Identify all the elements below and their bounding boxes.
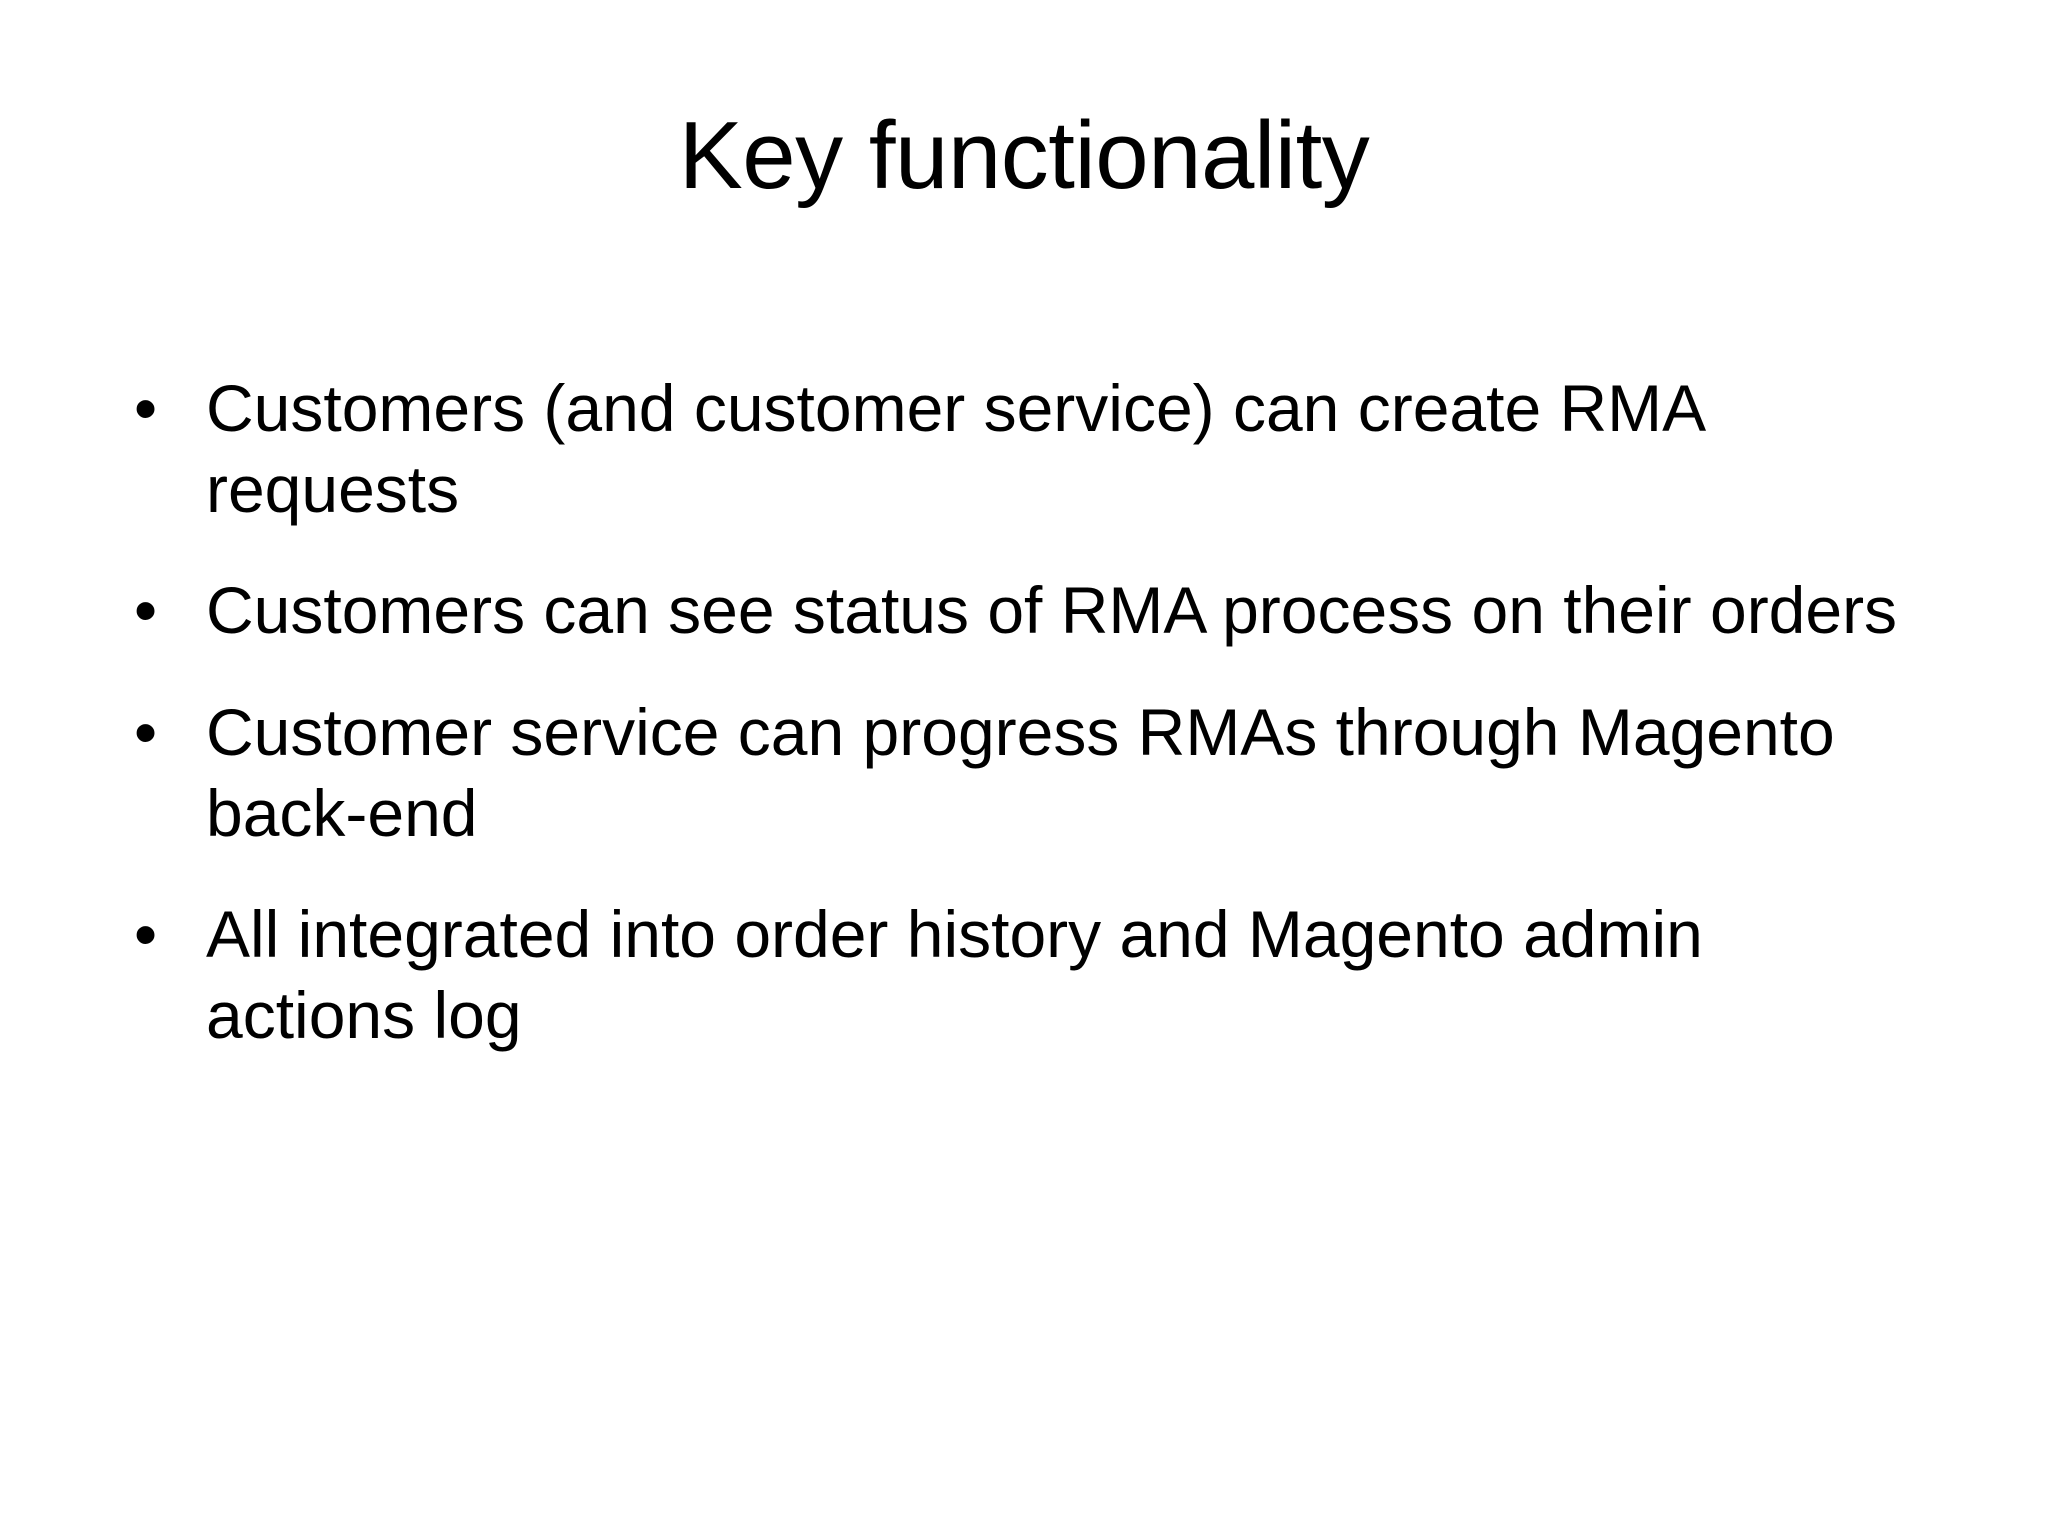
bullet-list: • Customers (and customer service) can c…	[120, 368, 1920, 1056]
list-item[interactable]: • All integrated into order history and …	[120, 894, 1920, 1056]
list-item-label: Customers can see status of RMA process …	[206, 573, 1898, 648]
list-item[interactable]: • Customers (and customer service) can c…	[120, 368, 1920, 530]
list-item-label: Customer service can progress RMAs throu…	[206, 694, 1835, 850]
bullet-point-icon: •	[134, 896, 158, 971]
bullet-point-icon: •	[134, 371, 158, 445]
page-title: Key functionality	[678, 102, 1370, 209]
list-item-label: Customers (and customer service) can cre…	[206, 371, 1703, 527]
list-item-label: All integrated into order history and Ma…	[206, 896, 1703, 1053]
list-item[interactable]: • Customer service can progress RMAs thr…	[120, 692, 1920, 854]
list-item[interactable]: • Customers can see status of RMA proces…	[120, 570, 1920, 651]
bullet-point-icon: •	[134, 573, 158, 648]
bullet-point-icon: •	[134, 694, 158, 769]
